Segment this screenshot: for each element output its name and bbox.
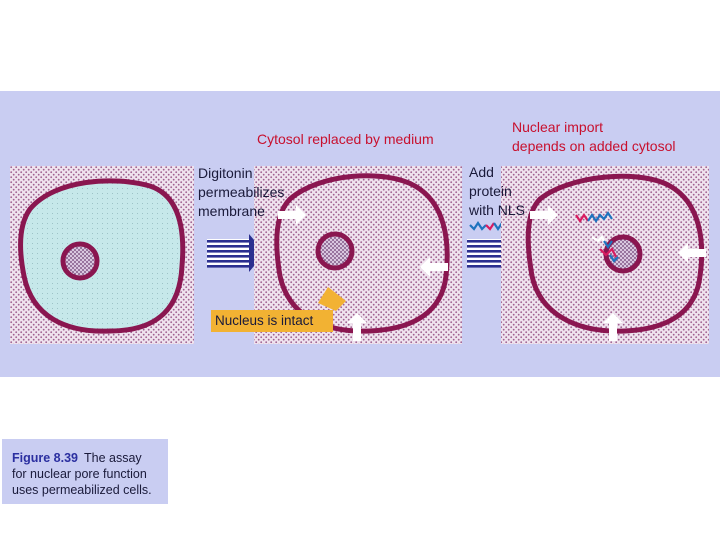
- pore-arrow-left-3: [530, 205, 558, 225]
- cell-panel-import: [501, 166, 709, 344]
- pore-arrow-right-3: [678, 243, 706, 263]
- callout-pointer: [318, 287, 346, 311]
- nls-protein-label-icon: [469, 221, 507, 231]
- nucleus-2: [315, 231, 355, 271]
- caption-line-3: uses permeabilized cells.: [12, 483, 152, 497]
- pore-arrow-bottom-3: [603, 313, 623, 341]
- nucleus-intact-label: Nucleus is intact: [215, 313, 314, 328]
- plasma-membrane-1: [18, 178, 186, 334]
- label-nuclear-import-2: depends on added cytosol: [512, 138, 676, 154]
- plasma-membrane-3: [525, 173, 705, 334]
- label-add-1: Add: [469, 164, 494, 180]
- label-add-3: with NLS: [469, 202, 526, 218]
- nucleus-1: [60, 241, 100, 281]
- pore-arrow-right: [420, 257, 448, 277]
- label-nuclear-import-1: Nuclear import: [512, 119, 604, 135]
- caption-line-1: The assay: [84, 451, 142, 465]
- label-add-2: protein: [469, 183, 512, 199]
- diagram-svg: [10, 166, 709, 344]
- caption-line-2: for nuclear pore function: [12, 467, 147, 481]
- cell-panel-intact: [10, 166, 194, 344]
- pore-arrow-bottom: [347, 313, 367, 341]
- diagram-panel: Cytosol replaced by medium Nuclear impor…: [0, 91, 720, 377]
- pore-arrow-left: [278, 205, 306, 225]
- label-digitonin-2: permeabilizes: [198, 184, 285, 200]
- figure-caption: Figure 8.39 The assay for nuclear pore fu…: [2, 439, 168, 504]
- label-digitonin-1: Digitonin: [198, 165, 253, 181]
- label-digitonin-3: membrane: [198, 203, 265, 219]
- label-cytosol-replaced: Cytosol replaced by medium: [257, 131, 434, 147]
- plasma-membrane-2: [274, 173, 450, 334]
- nucleus-intact-callout: Nucleus is intact: [211, 310, 333, 332]
- figure-number: Figure 8.39: [12, 451, 78, 465]
- nls-protein-icon: [575, 211, 619, 263]
